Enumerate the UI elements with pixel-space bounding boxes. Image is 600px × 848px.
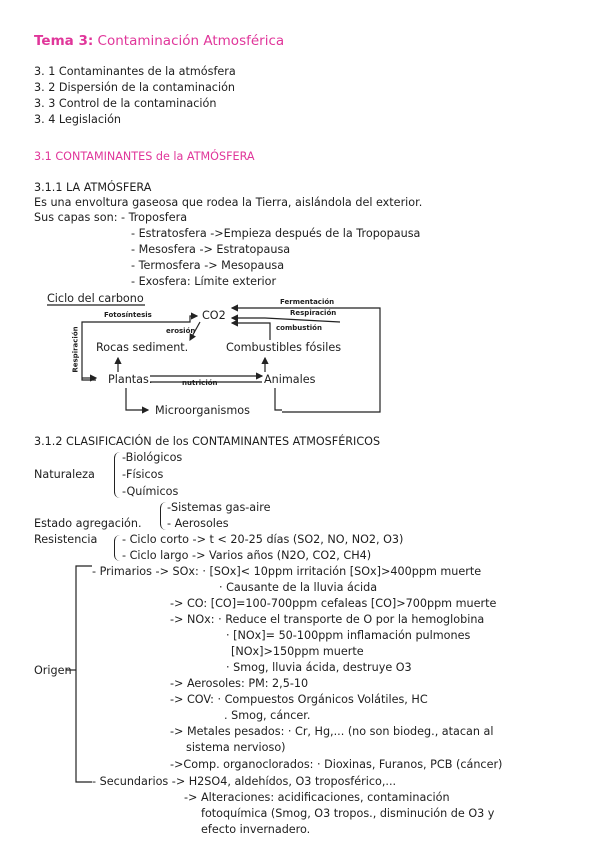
- origen-line: . Smog, cáncer.: [224, 709, 311, 722]
- origen-line: -> CO: [CO]=100-700ppm cefaleas [CO]>700…: [170, 597, 497, 610]
- fermentacion-label: Fermentación: [280, 298, 335, 306]
- origen-line: · Smog, lluvia ácida, destruye O3: [226, 661, 412, 674]
- estado-label: Estado agregación.: [34, 517, 142, 530]
- origen-line: · [NOx]= 50-100ppm inflamación pulmones: [226, 629, 471, 642]
- respiracion-right-label: Respiración: [290, 309, 337, 317]
- origen-label: Origen: [34, 664, 72, 677]
- origen-line: -> COV: · Compuestos Orgánicos Volátiles…: [170, 693, 428, 706]
- estado-item: -Sistemas gas-aire: [167, 501, 271, 514]
- plants-node: Plantas.: [108, 373, 153, 386]
- index-item: 3. 3 Control de la contaminación: [34, 97, 217, 110]
- resistencia-brace: [114, 535, 121, 561]
- naturaleza-brace: [114, 452, 121, 498]
- erosion-label: erosión: [166, 327, 196, 335]
- resistencia-label: Resistencia: [34, 533, 98, 546]
- origen-line: - Primarios -> SOx: · [SOx]< 10ppm irrit…: [92, 565, 482, 578]
- naturaleza-item: -Físicos: [122, 468, 164, 481]
- carbon-cycle-arrows: [47, 304, 381, 414]
- title-text: Contaminación Atmosférica: [97, 33, 285, 49]
- origen-line: - Secundarios -> H2SO4, aldehídos, O3 tr…: [92, 775, 397, 788]
- index-item: 3. 2 Dispersión de la contaminación: [34, 81, 236, 94]
- origen-line: efecto invernadero.: [201, 823, 311, 836]
- title-prefix: Tema 3:: [34, 33, 94, 49]
- page-title: Tema 3: Contaminación Atmosférica: [34, 34, 284, 49]
- rocks-node: Rocas sediment.: [96, 341, 189, 354]
- origen-line: [NOx]>150ppm muerte: [231, 645, 364, 658]
- index-item: 3. 4 Legislación: [34, 113, 122, 126]
- combustion-label: combustión: [276, 324, 322, 332]
- layers-label: Sus capas son: - Troposfera: [34, 211, 188, 224]
- origen-line: fotoquímica (Smog, O3 tropos., disminuci…: [201, 807, 495, 820]
- resistencia-item: - Ciclo corto -> t < 20-25 días (SO2, NO…: [122, 533, 404, 546]
- naturaleza-item: -Biológicos: [122, 451, 183, 464]
- intro-text: Es una envoltura gaseosa que rodea la Ti…: [34, 196, 423, 209]
- resistencia-item: - Ciclo largo -> Varios años (N2O, CO2, …: [122, 549, 372, 562]
- respiracion-left-label: Respiración: [71, 326, 80, 373]
- subsection-heading: 3.1.2 CLASIFICACIÓN de los CONTAMINANTES…: [34, 435, 381, 448]
- origen-line: -> NOx: · Reduce el transporte de O por …: [170, 613, 485, 626]
- fuels-node: Combustibles fósiles: [226, 341, 342, 354]
- index-item: 3. 1 Contaminantes de la atmósfera: [34, 65, 236, 78]
- origen-line: ->Comp. organoclorados: · Dioxinas, Fura…: [170, 758, 503, 771]
- layer-item: - Termosfera -> Mesopausa: [131, 259, 285, 272]
- origen-line: -> Alteraciones: acidificaciones, contam…: [184, 791, 450, 804]
- layer-item: - Exosfera: Límite exterior: [131, 275, 277, 288]
- layer-item: - Estratosfera ->Empieza después de la T…: [131, 227, 421, 240]
- animals-node: Animales: [264, 373, 316, 386]
- estado-item: - Aerosoles: [167, 517, 229, 530]
- fotosintesis-label: Fotosíntesis: [104, 311, 152, 319]
- origen-line: sistema nervioso): [186, 741, 286, 754]
- naturaleza-item: -Químicos: [122, 485, 179, 498]
- carbon-cycle-title: Ciclo del carbono: [47, 292, 144, 305]
- naturaleza-label: Naturaleza: [34, 468, 95, 481]
- origen-line: -> Aerosoles: PM: 2,5-10: [170, 677, 309, 690]
- co2-node: CO2: [202, 309, 226, 322]
- origen-line: · Causante de la lluvia ácida: [219, 581, 378, 594]
- nutricion-label: nutrición: [182, 379, 218, 387]
- subsection-heading: 3.1.1 LA ATMÓSFERA: [34, 181, 152, 194]
- estado-brace: [160, 502, 166, 530]
- section-heading: 3.1 CONTAMINANTES de la ATMÓSFERA: [34, 150, 255, 163]
- origen-line: -> Metales pesados: · Cr, Hg,... (no son…: [170, 725, 494, 738]
- micro-node: Microorganismos: [155, 404, 250, 417]
- layer-item: - Mesosfera -> Estratopausa: [131, 243, 291, 256]
